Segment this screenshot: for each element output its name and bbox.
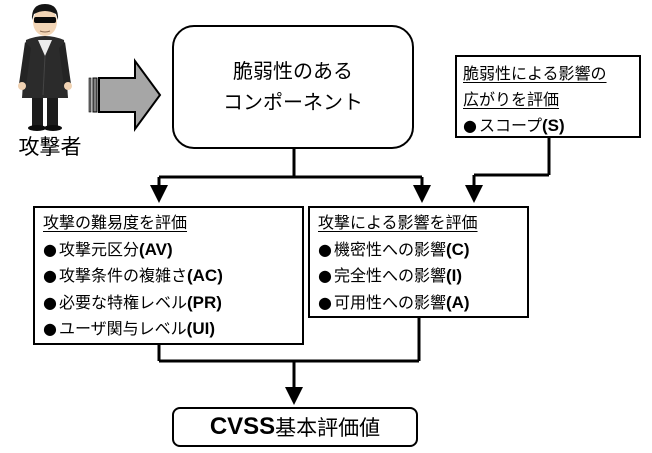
bullet-icon: ● <box>43 239 57 259</box>
difficulty-item-pr: ●必要な特権レベル(PR) <box>43 290 294 317</box>
item-text: 必要な特権レベル <box>58 292 187 312</box>
item-abbr: (PR) <box>186 292 222 312</box>
item-abbr: (C) <box>445 239 470 259</box>
scope-heading-line-1: 脆弱性による影響の <box>463 64 607 83</box>
component-line-2: コンポーネント <box>223 90 363 114</box>
hacker-person-icon <box>18 4 72 131</box>
difficulty-box: 攻撃の難易度を評価 ●攻撃元区分(AV) ●攻撃条件の複雑さ(AC) ●必要な特… <box>33 206 304 345</box>
item-text: ユーザ関与レベル <box>58 319 187 338</box>
impact-box: 攻撃による影響を評価 ●機密性への影響(C) ●完全性への影響(I) ●可用性へ… <box>308 206 529 318</box>
item-abbr: (UI) <box>186 319 215 338</box>
component-line-1: 脆弱性のある <box>233 59 353 83</box>
bullet-icon: ● <box>318 292 332 312</box>
attacker-label: 攻撃者 <box>18 135 82 159</box>
block-arrow-icon <box>88 57 162 133</box>
item-abbr: (AV) <box>138 239 173 259</box>
difficulty-item-ac: ●攻撃条件の複雑さ(AC) <box>43 263 294 290</box>
item-abbr: (S) <box>542 116 565 135</box>
vulnerable-component-box: 脆弱性のある コンポーネント <box>172 25 414 149</box>
item-abbr: (I) <box>445 266 463 285</box>
item-text: 機密性への影響 <box>333 239 446 259</box>
impact-heading: 攻撃による影響を評価 <box>318 213 478 232</box>
cvss-label: CVSS <box>209 413 276 440</box>
difficulty-heading: 攻撃の難易度を評価 <box>43 213 188 232</box>
item-text: 攻撃条件の複雑さ <box>58 266 187 285</box>
bullet-icon: ● <box>43 292 57 312</box>
item-text: 完全性への影響 <box>333 266 446 285</box>
bullet-icon: ● <box>463 116 477 135</box>
bullet-icon: ● <box>318 266 332 285</box>
scope-box: 脆弱性による影響の 広がりを評価 ●スコープ(S) <box>455 55 641 138</box>
bullet-icon: ● <box>318 239 332 259</box>
connector-component <box>150 149 431 203</box>
item-text: 攻撃元区分 <box>58 239 139 259</box>
item-abbr: (AC) <box>186 266 223 285</box>
difficulty-item-av: ●攻撃元区分(AV) <box>43 237 294 264</box>
bullet-icon: ● <box>43 266 57 285</box>
item-text: スコープ <box>478 116 543 135</box>
impact-item-a: ●可用性への影響(A) <box>318 290 519 317</box>
base-score-label: 基本評価値 <box>275 416 381 440</box>
connector-scope <box>465 138 551 203</box>
difficulty-item-ui: ●ユーザ関与レベル(UI) <box>43 316 294 343</box>
item-abbr: (A) <box>445 292 470 312</box>
bullet-icon: ● <box>43 319 57 338</box>
scope-heading-line-2: 広がりを評価 <box>463 90 560 109</box>
item-text: 可用性への影響 <box>333 292 446 312</box>
impact-item-c: ●機密性への影響(C) <box>318 237 519 264</box>
scope-item: ●スコープ(S) <box>463 113 633 139</box>
impact-item-i: ●完全性への影響(I) <box>318 263 519 290</box>
connector-result <box>157 318 421 405</box>
